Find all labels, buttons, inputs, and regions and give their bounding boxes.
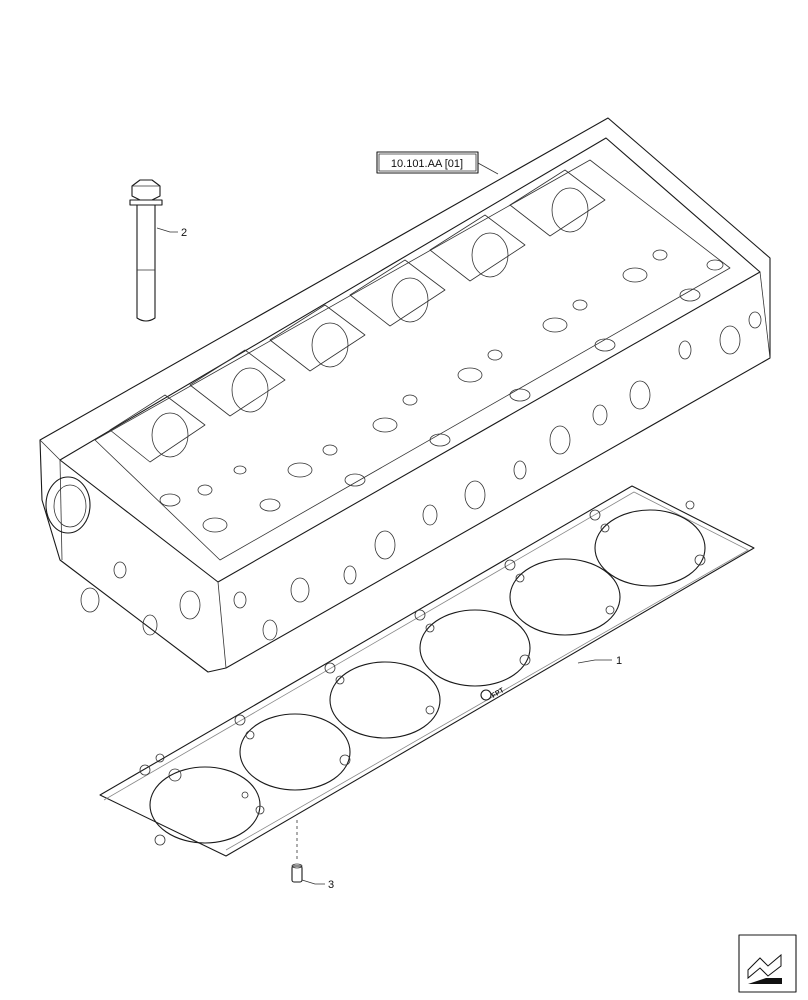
callout-3: 3	[301, 879, 334, 891]
gasket-logo: FPT	[480, 687, 506, 701]
callout-2: 2	[156, 227, 187, 239]
cylinder-head[interactable]	[39, 117, 771, 673]
head-gasket[interactable]	[99, 485, 755, 857]
callout-1: 1	[577, 655, 622, 667]
dowel-pin[interactable]	[291, 863, 303, 883]
svg-text:10.101.AA [01]: 10.101.AA [01]	[391, 158, 463, 170]
svg-text:3: 3	[328, 879, 334, 891]
cylinder-head-bolt[interactable]	[129, 179, 163, 322]
reference-box[interactable]: 10.101.AA [01]	[376, 151, 499, 175]
svg-text:1: 1	[616, 655, 622, 667]
svg-text:2: 2	[181, 227, 187, 239]
previous-page-icon[interactable]	[738, 934, 797, 993]
